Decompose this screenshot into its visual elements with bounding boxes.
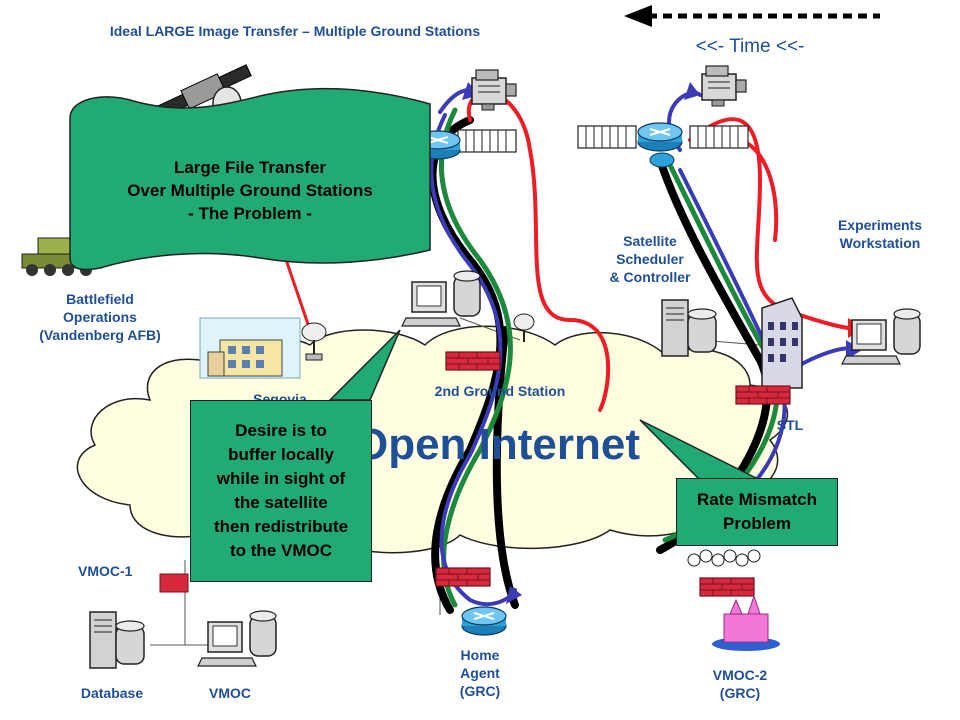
- workstation-icon: [401, 270, 481, 327]
- building-icon: [761, 297, 803, 389]
- diagram-title: Ideal LARGE Image Transfer – Multiple Gr…: [109, 23, 481, 39]
- time-arrow: [624, 5, 880, 27]
- second-ground-station-label: 2nd Ground Station: [434, 383, 566, 399]
- router-icon: [637, 122, 683, 152]
- server-icon: [661, 299, 717, 357]
- satellite-icon: [154, 64, 252, 120]
- firewall-icon: [699, 577, 755, 597]
- workstation-icon: [197, 610, 277, 667]
- panel-icon: [689, 125, 749, 149]
- firewall-icon: [435, 567, 491, 587]
- building-icon: [199, 317, 301, 379]
- tank-icon: [21, 237, 103, 276]
- satellite-dish-icon: [513, 313, 535, 342]
- camera-icon: [701, 65, 747, 107]
- razor-wire-icon: [687, 549, 761, 567]
- firewall-icon: [735, 385, 791, 405]
- workstation-icon: [841, 308, 921, 365]
- time-label: <<- Time <<-: [695, 36, 805, 57]
- firewall-icon: [445, 351, 501, 371]
- open-internet-label: Open Internet: [353, 420, 640, 469]
- server-icon: [89, 611, 145, 669]
- vmoc1-label: VMOC-1: [78, 563, 133, 579]
- stl-label: STL: [776, 417, 804, 433]
- router-icon: [461, 606, 507, 636]
- vmoc2-label: VMOC-2(GRC): [712, 667, 768, 701]
- vmoc-label: VMOC: [209, 685, 251, 701]
- database-label: Database: [80, 685, 144, 701]
- panel-icon: [457, 129, 517, 153]
- satellite-dish-icon: [301, 322, 327, 361]
- panel-icon: [577, 125, 637, 149]
- castle-icon: [712, 594, 780, 651]
